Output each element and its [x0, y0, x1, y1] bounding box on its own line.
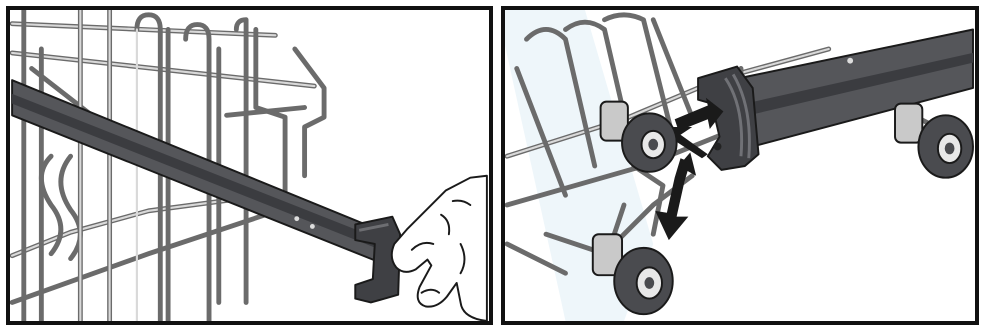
rack-wheel-icon-right	[895, 104, 973, 178]
left-illustration	[10, 10, 489, 321]
hand-icon	[392, 176, 487, 321]
right-illustration	[505, 10, 975, 321]
panel-right-clip-release	[501, 6, 979, 325]
panel-left-clip-press	[6, 6, 493, 325]
